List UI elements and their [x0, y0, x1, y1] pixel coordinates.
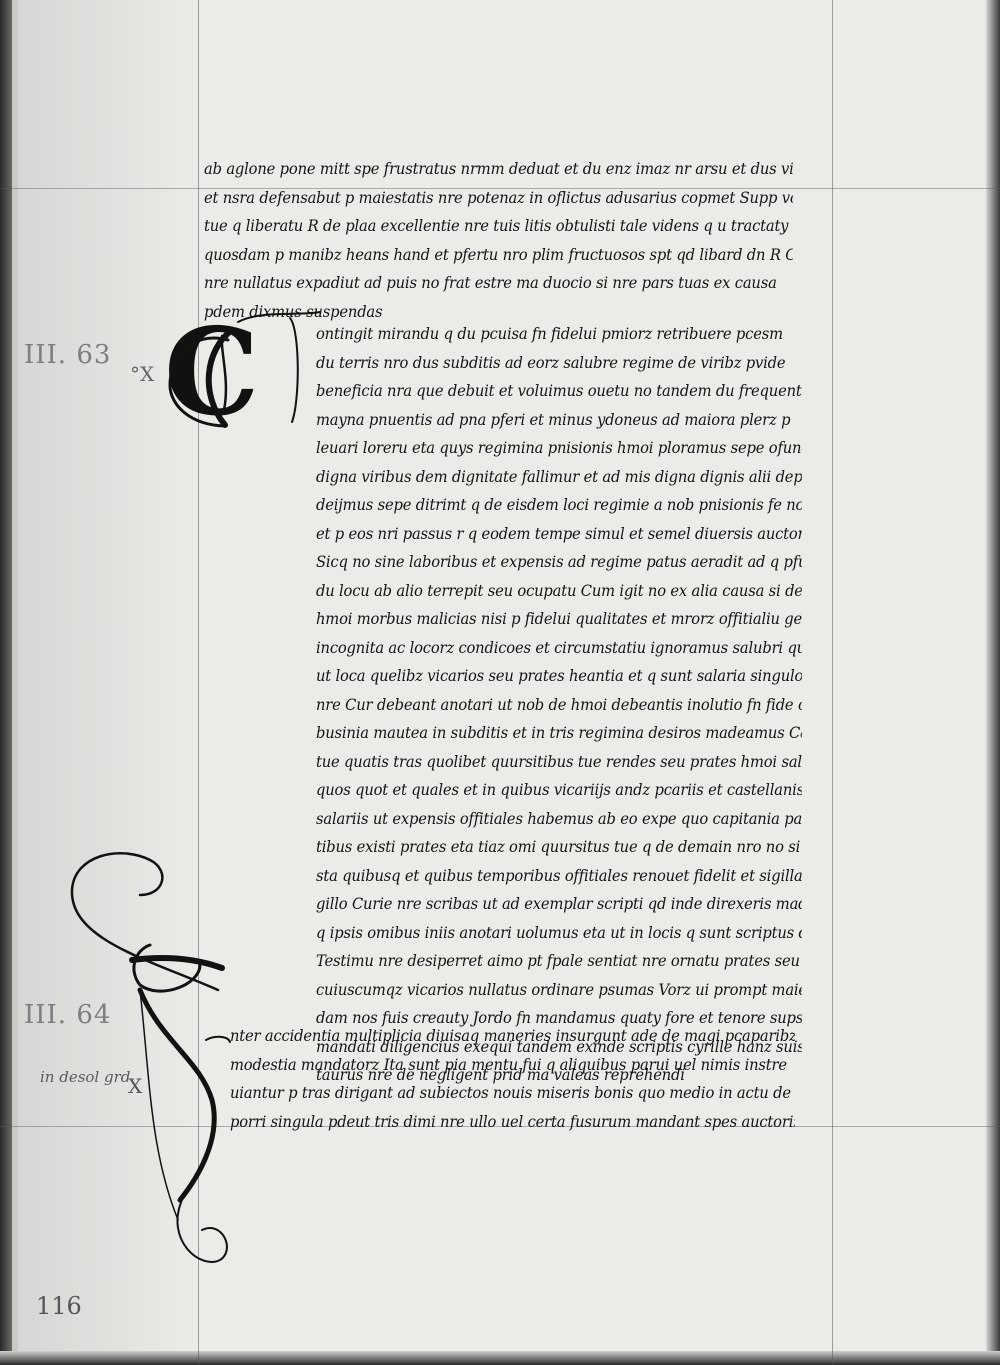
text-line: mandati diligencius exequi tandem exinde… — [316, 1036, 802, 1056]
margin-note-III-64: III. 64 — [24, 1000, 112, 1030]
text-line: nre nullatus expadiut ad puis no frat es… — [204, 273, 777, 292]
text-line: modestia mandatorz Ita sunt pia mentu fu… — [230, 1054, 787, 1074]
text-line: Sicq no sine laboribus et expensis ad re… — [316, 552, 802, 571]
margin-note-mark-1: °X — [130, 362, 155, 386]
text-line: pdem dixmus suspendas — [204, 301, 383, 321]
text-line: quosdam p manibz heans hand et pfertu nr… — [204, 244, 793, 264]
paragraph-2: ontingit mirandu q du pcuisa fn fidelui … — [316, 320, 844, 1090]
text-line: du locu ab alio terrepit seu ocupatu Cum… — [316, 580, 802, 600]
paragraph-3: nter accidentia multiplicia diuisaq mane… — [230, 1022, 844, 1136]
text-line: et nsra defensabut p maiestatis nre pote… — [204, 187, 793, 207]
text-line: uiantur p tras dirigant ad subiectos nou… — [230, 1083, 791, 1102]
paragraph-1: ab aglone pone mitt spe frustratus nrmm … — [204, 155, 844, 326]
page-right-edge — [986, 0, 1000, 1365]
text-line: salariis ut expensis offitiales habemus … — [316, 808, 802, 828]
text-line: porri singula pdeut tris dimi nre ullo u… — [230, 1111, 795, 1131]
text-line: beneficia nra que debuit et voluimus oue… — [316, 381, 802, 400]
margin-note-mark-2: X — [128, 1074, 143, 1098]
text-line: dam nos fuis creauty Jordo fn mandamus q… — [316, 1008, 802, 1027]
text-line: q ipsis omibus iniis anotari uolumus eta… — [316, 922, 802, 942]
text-line: nre Cur debeant anotari ut nob de hmoi d… — [316, 694, 802, 714]
text-line: nter accidentia multiplicia diuisaq mane… — [230, 1026, 795, 1045]
text-line: ab aglone pone mitt spe frustratus nrmm … — [204, 159, 793, 178]
text-line: sta quibusq et quibus temporibus offitia… — [316, 865, 802, 885]
text-line: digna viribus dem dignitate fallimur et … — [316, 466, 802, 486]
text-line: quos quot et quales et in quibus vicarii… — [316, 780, 802, 799]
binding-margin — [12, 0, 18, 1365]
text-line: taurus nre de negligent prid ma valeas r… — [316, 1065, 685, 1084]
folio-number: 116 — [36, 1292, 82, 1320]
binding-edge — [0, 0, 12, 1365]
page-bottom-edge — [0, 1351, 1000, 1365]
text-line: et p eos nri passus r q eodem tempe simu… — [316, 523, 802, 543]
text-line: tibus existi prates eta tiaz omi quursit… — [316, 837, 802, 856]
text-line: gillo Curie nre scribas ut ad exemplar s… — [316, 894, 802, 913]
text-line: Testimu nre desiperret aimo pt fpale sen… — [316, 951, 802, 970]
text-line: ontingit mirandu q du pcuisa fn fidelui … — [316, 324, 783, 343]
text-line: tue quatis tras quolibet quursitibus tue… — [316, 751, 802, 771]
page-shadow — [18, 0, 198, 1365]
text-line: tue q liberatu R de plaa excellentie nre… — [204, 216, 789, 235]
text-line: mayna pnuentis ad pna pferi et minus ydo… — [316, 409, 791, 429]
text-line: du terris nro dus subditis ad eorz salub… — [316, 352, 786, 372]
margin-note-gloss: in desol grd — [40, 1068, 131, 1086]
margin-note-III-63: III. 63 — [24, 340, 112, 370]
top-ruling-line — [0, 188, 1000, 189]
text-line: deijmus sepe ditrimt q de eisdem loci re… — [316, 495, 802, 514]
text-line: leuari loreru eta quys regimina pnisioni… — [316, 438, 802, 457]
text-line: businia mautea in subditis et in tris re… — [316, 723, 802, 742]
left-margin-rule — [198, 0, 199, 1365]
bottom-ruling-line — [0, 1126, 1000, 1127]
right-margin-rule — [832, 0, 833, 1365]
text-line: incognita ac locorz condicoes et circums… — [316, 637, 802, 657]
text-line: ut loca quelibz vicarios seu prates hean… — [316, 666, 802, 685]
text-line: cuiuscumqz vicarios nullatus ordinare ps… — [316, 979, 802, 999]
text-line: hmoi morbus malicias nisi p fidelui qual… — [316, 609, 802, 628]
